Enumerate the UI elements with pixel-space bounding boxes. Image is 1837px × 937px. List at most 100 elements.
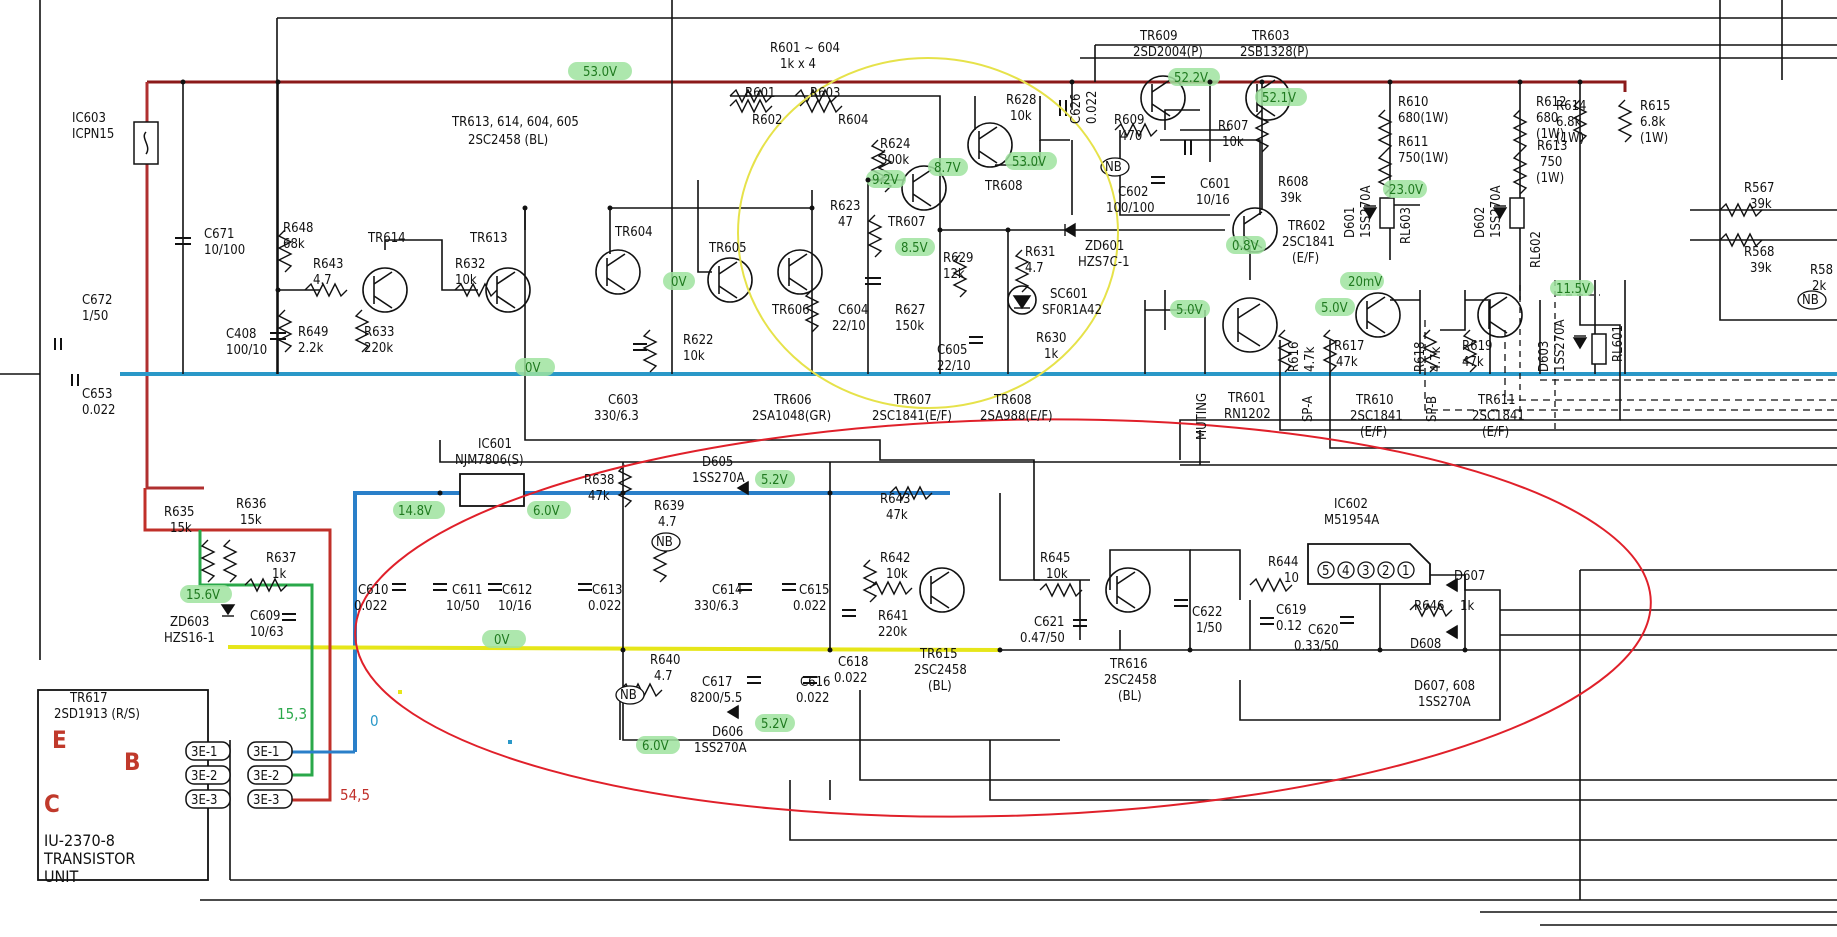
svg-text:B: B	[124, 748, 140, 776]
label-c626: C6260.022	[1069, 91, 1100, 124]
pin-5	[1317, 561, 1335, 579]
svg-text:3E-1: 3E-1	[191, 745, 218, 760]
label-r616: R6164.7k	[1287, 342, 1318, 372]
label-spa: SP-A	[1301, 396, 1316, 422]
label-spb: SP-B	[1425, 396, 1440, 422]
svg-text:0V: 0V	[525, 361, 540, 376]
svg-text:3E-1: 3E-1	[253, 745, 280, 760]
svg-text:54,5: 54,5	[340, 786, 370, 804]
svg-text:5.2V: 5.2V	[761, 473, 788, 488]
label-r603: R603	[810, 86, 840, 101]
svg-text:9.2V: 9.2V	[872, 173, 899, 188]
svg-text:2: 2	[1382, 564, 1389, 579]
ic602-pins	[1317, 561, 1415, 579]
pin-3	[1357, 561, 1375, 579]
label-rl603: RL603	[1399, 207, 1414, 244]
label-d602: D6021SS270A	[1473, 185, 1504, 238]
svg-text:5.0V: 5.0V	[1176, 303, 1203, 318]
label-rl601: RL601	[1611, 325, 1626, 362]
svg-text:53.0V: 53.0V	[583, 65, 617, 80]
highlight-traces	[73, 80, 1837, 820]
tr606-symbol	[777, 249, 823, 295]
svg-text:0V: 0V	[671, 275, 686, 290]
svg-text:11.5V: 11.5V	[1556, 282, 1590, 297]
tr604-symbol	[595, 249, 641, 295]
pin-4	[1337, 561, 1355, 579]
svg-text:6.0V: 6.0V	[533, 504, 560, 519]
tr616-symbol	[1105, 567, 1151, 613]
pin-2	[1377, 561, 1395, 579]
transistor-unit-box	[37, 689, 209, 881]
svg-text:NB: NB	[1105, 160, 1122, 175]
sc601-symbol	[1007, 285, 1037, 315]
svg-text:53.0V: 53.0V	[1012, 155, 1046, 170]
svg-text:3E-3: 3E-3	[253, 793, 280, 808]
svg-text:5.2V: 5.2V	[761, 717, 788, 732]
fuse-ic603	[133, 121, 159, 165]
svg-text:0V: 0V	[494, 633, 509, 648]
ic602-pin-labels: 5 4 3 2 1	[1322, 564, 1409, 579]
ic-boxes	[37, 473, 1431, 881]
tr611-symbol	[1477, 292, 1523, 338]
svg-text:1: 1	[1402, 564, 1409, 579]
svg-text:0.8V: 0.8V	[1232, 239, 1259, 254]
tr607-symbol	[901, 165, 947, 211]
label-tr608: TR608	[984, 179, 1023, 194]
label-muting: MUTING	[1195, 393, 1210, 440]
svg-text:14.8V: 14.8V	[398, 504, 432, 519]
svg-text:3E-2: 3E-2	[191, 769, 218, 784]
svg-text:52.2V: 52.2V	[1174, 71, 1208, 86]
label-tr604: TR604	[614, 225, 653, 240]
svg-text:15.6V: 15.6V	[186, 588, 220, 603]
